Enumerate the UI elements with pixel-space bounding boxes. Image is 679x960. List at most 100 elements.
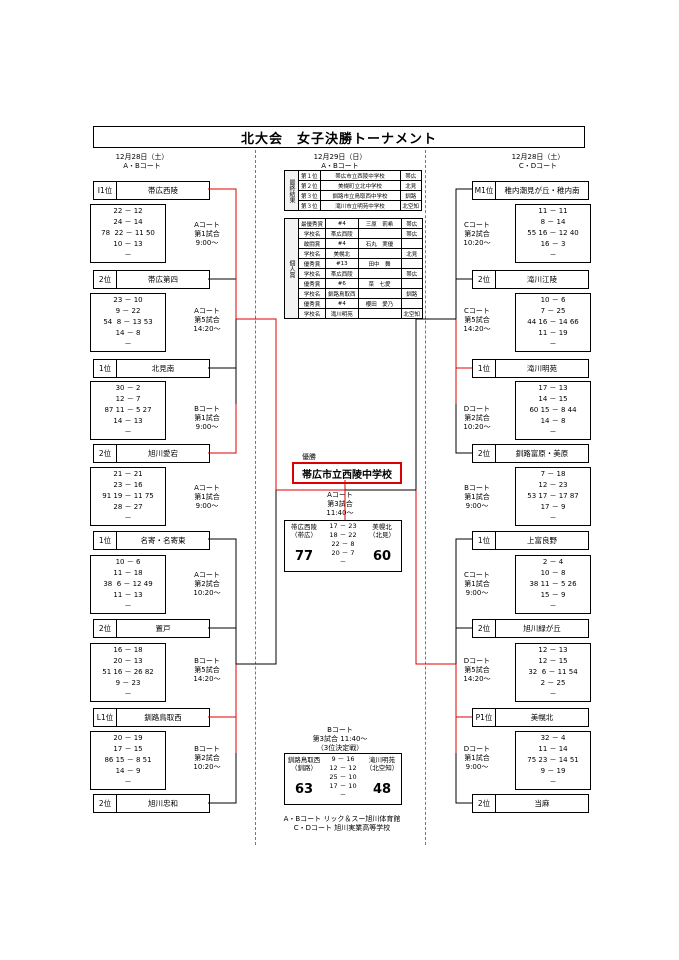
team-rank: 2位 <box>94 620 117 637</box>
match-info-line: Cコート <box>464 571 490 579</box>
score-line: － <box>549 251 557 259</box>
period-score: 12 － 12 <box>329 764 357 772</box>
bracket-line <box>208 367 237 404</box>
team-rank: 2位 <box>473 795 496 812</box>
award-cell <box>357 308 402 319</box>
score-line: 17 － 9 <box>540 503 566 511</box>
match-info-line: 9:00～ <box>465 589 489 597</box>
bracket-line <box>208 753 237 804</box>
bracket-line <box>208 229 237 280</box>
bracket-line <box>208 580 237 629</box>
score-line: 11 － 18 <box>113 569 143 577</box>
match-info-line: 9:00～ <box>465 763 489 771</box>
team-rank: 1位 <box>94 360 117 377</box>
period-score: 18 － 22 <box>329 531 357 539</box>
score-line: 38 11 － 5 26 <box>529 580 577 588</box>
bracket-line <box>455 188 472 229</box>
team-rank: I1位 <box>94 182 117 199</box>
score-line: 30 － 2 <box>115 384 141 392</box>
divider-left <box>255 150 256 845</box>
match-info-line: 9:00～ <box>195 502 219 510</box>
final-time: 11:40～ <box>326 509 354 517</box>
score-line: － <box>549 428 557 436</box>
match-info-line: Bコート <box>194 405 220 413</box>
third-score-left: 63 <box>294 782 314 797</box>
final-team-right: 美幌北 <box>372 523 392 531</box>
score-line: 38 6 － 12 49 <box>103 580 153 588</box>
team-name: 上富良野 <box>527 536 557 545</box>
match-info-line: 第1試合 <box>194 414 220 422</box>
right-header: 12月28日（土） C・Dコート <box>508 153 568 171</box>
score-line: 11 － 14 <box>538 745 568 753</box>
match-info-line: Aコート <box>194 484 220 492</box>
team-rank: 2位 <box>94 795 117 812</box>
award-cell: 学校名 <box>297 308 327 319</box>
team-slot: L1位釧路鳥取西 <box>93 708 210 727</box>
third-team-left: 釧路鳥取西 <box>287 756 321 764</box>
team-name: 帯広第四 <box>148 275 178 284</box>
match-info-line: 第5試合 <box>464 316 490 324</box>
team-slot: I1位帯広西陵 <box>93 181 210 200</box>
third-match-info: Bコート 第3試合 11:40～ （3位決定戦） <box>300 726 380 753</box>
match-info-line: 第1試合 <box>194 230 220 238</box>
score-line: 12 － 13 <box>538 646 568 654</box>
score-line: 78 22 － 11 50 <box>101 229 155 237</box>
score-line: － <box>549 514 557 522</box>
score-line: 14 － 8 <box>540 417 566 425</box>
match-info-line: 14:20～ <box>463 675 491 683</box>
right-courts: C・Dコート <box>518 162 558 170</box>
bracket-line <box>455 229 472 280</box>
match-info-line: 9:00～ <box>195 423 219 431</box>
score-line: 10 － 13 <box>113 240 143 248</box>
third-team-right: 滝川明苑 <box>369 756 395 764</box>
award-cell: 北空知 <box>400 308 424 319</box>
match-info-line: 第1試合 <box>464 493 490 501</box>
final-team-left-area: （帯広） <box>291 531 317 539</box>
match-info-line: Aコート <box>194 307 220 315</box>
score-line: 28 － 27 <box>113 503 143 511</box>
team-name: 当麻 <box>534 799 550 808</box>
team-name: 釧路富原・美原 <box>515 449 569 458</box>
team-slot: 1位滝川明苑 <box>472 359 589 378</box>
bracket-line <box>455 538 472 580</box>
bracket-line <box>208 404 237 454</box>
team-name: 置戸 <box>155 624 171 633</box>
team-name: 旭川忠和 <box>148 799 178 808</box>
team-name: 旭川愛宕 <box>148 449 178 458</box>
score-line: － <box>549 778 557 786</box>
match-info-line: Cコート <box>464 307 490 315</box>
winner-label: 優勝 <box>302 453 316 461</box>
score-line: － <box>549 690 557 698</box>
match-info-line: 第2試合 <box>194 754 220 762</box>
score-line: 87 11 － 5 27 <box>104 406 152 414</box>
final-team-left: 帯広西陵 <box>291 523 317 531</box>
final-match-info: Aコート 第3試合 11:40～ <box>300 491 380 518</box>
score-line: － <box>124 428 132 436</box>
match-info-line: Dコート <box>463 657 491 665</box>
score-line: 14 － 8 <box>115 329 141 337</box>
team-name: 旭川緑が丘 <box>523 624 561 633</box>
match-info-line: 14:20～ <box>193 675 221 683</box>
score-line: 2 － 25 <box>540 679 566 687</box>
bracket-line <box>236 318 277 490</box>
match-info-line: Bコート <box>194 745 220 753</box>
match-info-line: Dコート <box>463 745 491 753</box>
bracket-line <box>415 318 456 490</box>
period-score: － <box>339 558 347 566</box>
